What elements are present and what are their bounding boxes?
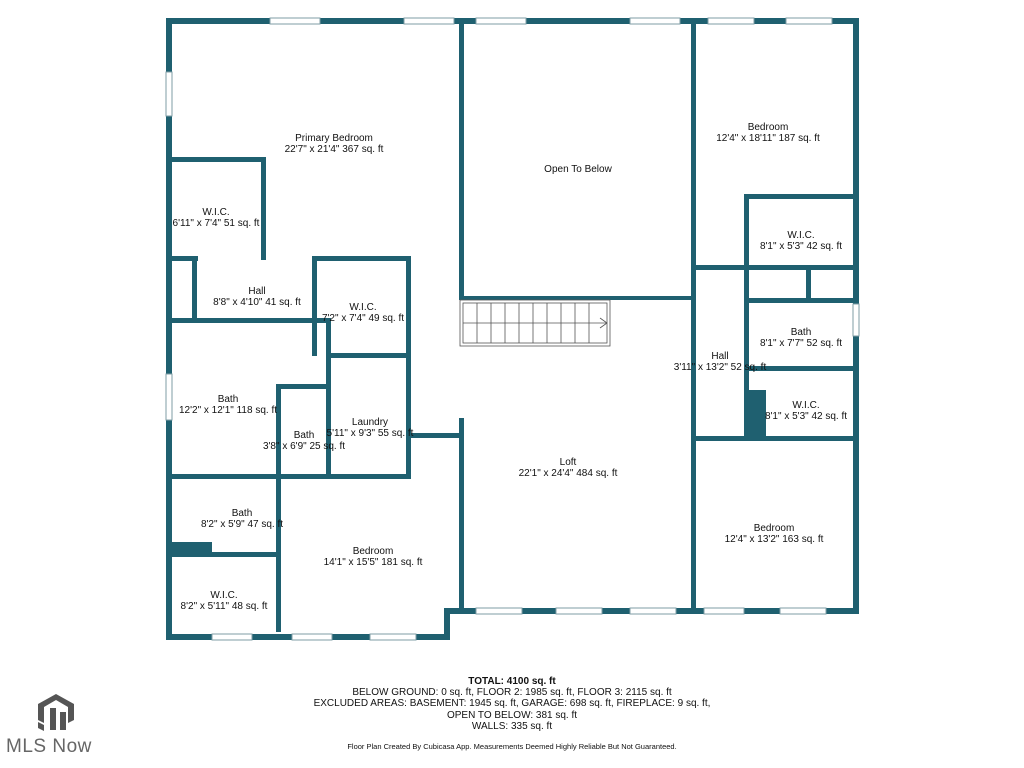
svg-text:8'1" x 5'3" 42 sq. ft: 8'1" x 5'3" 42 sq. ft [760, 241, 842, 252]
svg-text:Bath: Bath [791, 327, 812, 338]
svg-text:8'1" x 7'7" 52 sq. ft: 8'1" x 7'7" 52 sq. ft [760, 338, 842, 349]
room-wic-lower: W.I.C. 8'2" x 5'11" 48 sq. ft [181, 590, 268, 612]
room-bath-small: Bath 3'8" x 6'9" 25 sq. ft [263, 430, 345, 452]
svg-text:Laundry: Laundry [352, 417, 388, 428]
svg-text:8'2" x 5'9" 47 sq. ft: 8'2" x 5'9" 47 sq. ft [201, 519, 283, 530]
room-bath-lower: Bath 8'2" x 5'9" 47 sq. ft [201, 508, 283, 530]
room-bath-large: Bath 12'2" x 12'1" 118 sq. ft [179, 394, 277, 416]
room-wic-e: W.I.C. 8'1" x 5'3" 42 sq. ft [765, 400, 847, 422]
svg-text:W.I.C.: W.I.C. [210, 590, 237, 601]
open-to-below-area: OPEN TO BELOW: 381 sq. ft [446, 709, 578, 721]
stairs [459, 299, 611, 347]
svg-text:5'11" x 9'3" 55 sq. ft: 5'11" x 9'3" 55 sq. ft [327, 428, 414, 439]
walls-area: WALLS: 335 sq. ft [471, 720, 553, 732]
svg-text:Bath: Bath [218, 394, 239, 405]
room-bedroom-lower: Bedroom 14'1" x 15'5" 181 sq. ft [324, 546, 423, 568]
plan-credit: Floor Plan Created By Cubicasa App. Meas… [347, 742, 677, 751]
room-bedroom-se: Bedroom 12'4" x 13'2" 163 sq. ft [725, 523, 824, 545]
svg-text:3'8" x 6'9" 25 sq. ft: 3'8" x 6'9" 25 sq. ft [263, 441, 345, 452]
svg-text:6'11" x 7'4" 51 sq. ft: 6'11" x 7'4" 51 sq. ft [173, 218, 260, 229]
room-wic-primary: W.I.C. 6'11" x 7'4" 51 sq. ft [173, 207, 260, 229]
svg-text:W.I.C.: W.I.C. [787, 230, 814, 241]
svg-text:Hall: Hall [248, 286, 265, 297]
svg-text:Bedroom: Bedroom [754, 523, 795, 534]
svg-text:3'11" x 13'2" 52 sq. ft: 3'11" x 13'2" 52 sq. ft [674, 362, 767, 373]
svg-text:8'1" x 5'3" 42 sq. ft: 8'1" x 5'3" 42 sq. ft [765, 411, 847, 422]
mls-now-logo-icon [38, 694, 74, 731]
room-primary-bedroom: Primary Bedroom 22'7" x 21'4" 367 sq. ft [285, 133, 384, 155]
room-laundry: Laundry 5'11" x 9'3" 55 sq. ft [327, 417, 414, 439]
excluded-areas: EXCLUDED AREAS: BASEMENT: 1945 sq. ft, G… [313, 698, 711, 710]
svg-text:Open To Below: Open To Below [544, 164, 612, 175]
room-bath-e: Bath 8'1" x 7'7" 52 sq. ft [760, 327, 842, 349]
total-area: TOTAL: 4100 sq. ft [468, 676, 556, 687]
walls [166, 18, 859, 640]
svg-text:12'4" x 13'2" 163 sq. ft: 12'4" x 13'2" 163 sq. ft [725, 534, 824, 545]
svg-text:Bedroom: Bedroom [748, 122, 789, 133]
svg-text:22'1" x 24'4" 484 sq. ft: 22'1" x 24'4" 484 sq. ft [519, 468, 618, 479]
svg-text:Hall: Hall [711, 351, 728, 362]
svg-text:Loft: Loft [560, 457, 577, 468]
svg-text:Primary Bedroom: Primary Bedroom [295, 133, 373, 144]
area-summary: TOTAL: 4100 sq. ft BELOW GROUND: 0 sq. f… [262, 676, 762, 732]
room-wic-center: W.I.C. 7'2" x 7'4" 49 sq. ft [322, 302, 404, 324]
room-open-to-below: Open To Below [544, 164, 612, 175]
floor-plan: Primary Bedroom 22'7" x 21'4" 367 sq. ft… [165, 17, 860, 641]
svg-text:Bedroom: Bedroom [353, 546, 394, 557]
floor-breakdown: BELOW GROUND: 0 sq. ft, FLOOR 2: 1985 sq… [352, 687, 672, 699]
svg-text:12'2" x 12'1" 118 sq. ft: 12'2" x 12'1" 118 sq. ft [179, 405, 277, 416]
room-hall-right: Hall 3'11" x 13'2" 52 sq. ft [674, 351, 767, 373]
svg-text:12'4" x 18'11" 187 sq. ft: 12'4" x 18'11" 187 sq. ft [716, 133, 820, 144]
svg-text:8'8" x 4'10" 41 sq. ft: 8'8" x 4'10" 41 sq. ft [213, 297, 301, 308]
svg-text:W.I.C.: W.I.C. [792, 400, 819, 411]
room-loft: Loft 22'1" x 24'4" 484 sq. ft [519, 457, 618, 479]
svg-text:22'7" x 21'4" 367 sq. ft: 22'7" x 21'4" 367 sq. ft [285, 144, 384, 155]
room-hall-left: Hall 8'8" x 4'10" 41 sq. ft [213, 286, 301, 308]
room-wic-ne: W.I.C. 8'1" x 5'3" 42 sq. ft [760, 230, 842, 252]
svg-text:7'2" x 7'4" 49 sq. ft: 7'2" x 7'4" 49 sq. ft [322, 313, 404, 324]
windows [165, 17, 860, 641]
svg-text:8'2" x 5'11" 48 sq. ft: 8'2" x 5'11" 48 sq. ft [181, 601, 268, 612]
svg-text:W.I.C.: W.I.C. [349, 302, 376, 313]
svg-text:14'1" x 15'5" 181 sq. ft: 14'1" x 15'5" 181 sq. ft [324, 557, 423, 568]
svg-text:Bath: Bath [232, 508, 253, 519]
svg-text:Bath: Bath [294, 430, 315, 441]
room-bedroom-ne: Bedroom 12'4" x 18'11" 187 sq. ft [716, 122, 820, 144]
mls-now-logo-text: MLS Now [6, 736, 92, 757]
svg-text:W.I.C.: W.I.C. [202, 207, 229, 218]
